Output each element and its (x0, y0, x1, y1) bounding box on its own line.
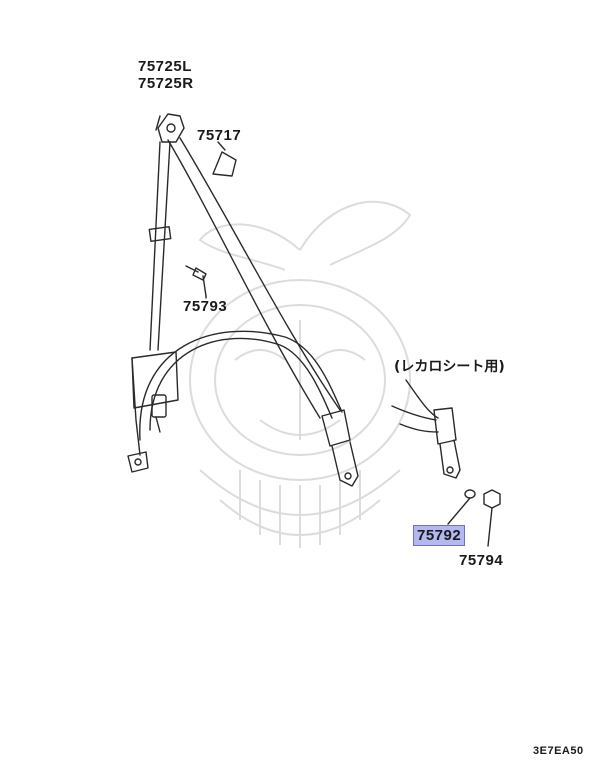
part-label-75717: 75717 (197, 127, 242, 144)
recaro-seat-note: (レカロシート用) (394, 359, 505, 375)
part-label-75725L: 75725L (138, 58, 192, 75)
bolt (185, 265, 207, 297)
washer (447, 489, 476, 525)
part-label-75794: 75794 (459, 552, 504, 569)
leader-75717 (217, 141, 226, 151)
recaro-buckle (391, 379, 461, 479)
part-label-75792[interactable]: 75792 (413, 525, 466, 546)
buckle-plate-center (321, 409, 359, 487)
nut (483, 489, 501, 547)
floor-anchor-left (127, 451, 149, 473)
vertical-webbing (148, 141, 172, 351)
diagram-code: 3E7EA50 (533, 745, 584, 757)
watermark-emblem (189, 200, 412, 548)
cover-cap (212, 151, 237, 177)
part-label-75793: 75793 (183, 298, 228, 315)
part-label-75725R: 75725R (138, 75, 194, 92)
diagonal-webbing (167, 137, 341, 419)
shoulder-anchor (155, 113, 185, 143)
retractor (131, 351, 179, 456)
lap-webbing (139, 330, 343, 441)
